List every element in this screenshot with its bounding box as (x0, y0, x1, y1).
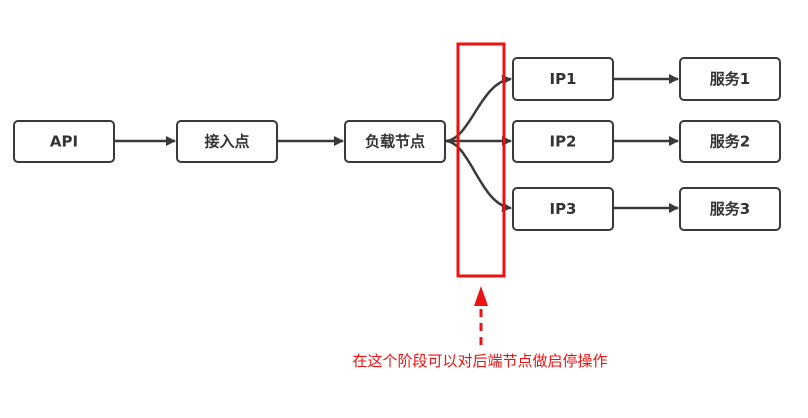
node-label: IP2 (549, 133, 576, 151)
edge-lb-ip3 (444, 139, 512, 213)
node-ip3[interactable]: IP3 (512, 187, 614, 231)
node-label: 接入点 (204, 133, 249, 151)
node-entry-point[interactable]: 接入点 (176, 120, 278, 163)
arrowhead-up-icon (474, 286, 488, 306)
node-service1[interactable]: 服务1 (679, 57, 781, 101)
node-label: 服务2 (710, 133, 750, 151)
node-service3[interactable]: 服务3 (679, 187, 781, 231)
node-label: IP3 (549, 200, 576, 218)
node-ip2[interactable]: IP2 (512, 120, 614, 163)
annotation-arrow (474, 286, 488, 345)
node-label: 服务1 (710, 70, 750, 88)
node-api[interactable]: API (13, 120, 115, 163)
node-label: IP1 (549, 70, 576, 88)
highlight-region (456, 42, 506, 278)
node-service2[interactable]: 服务2 (679, 120, 781, 163)
node-ip1[interactable]: IP1 (512, 57, 614, 101)
annotation-text: 在这个阶段可以对后端节点做启停操作 (352, 352, 607, 370)
edge-lb-ip1 (444, 74, 512, 143)
node-label: API (50, 133, 78, 151)
node-label: 负载节点 (365, 133, 425, 151)
node-load-balancer[interactable]: 负载节点 (344, 120, 446, 163)
edges (114, 74, 679, 213)
node-label: 服务3 (710, 200, 750, 218)
